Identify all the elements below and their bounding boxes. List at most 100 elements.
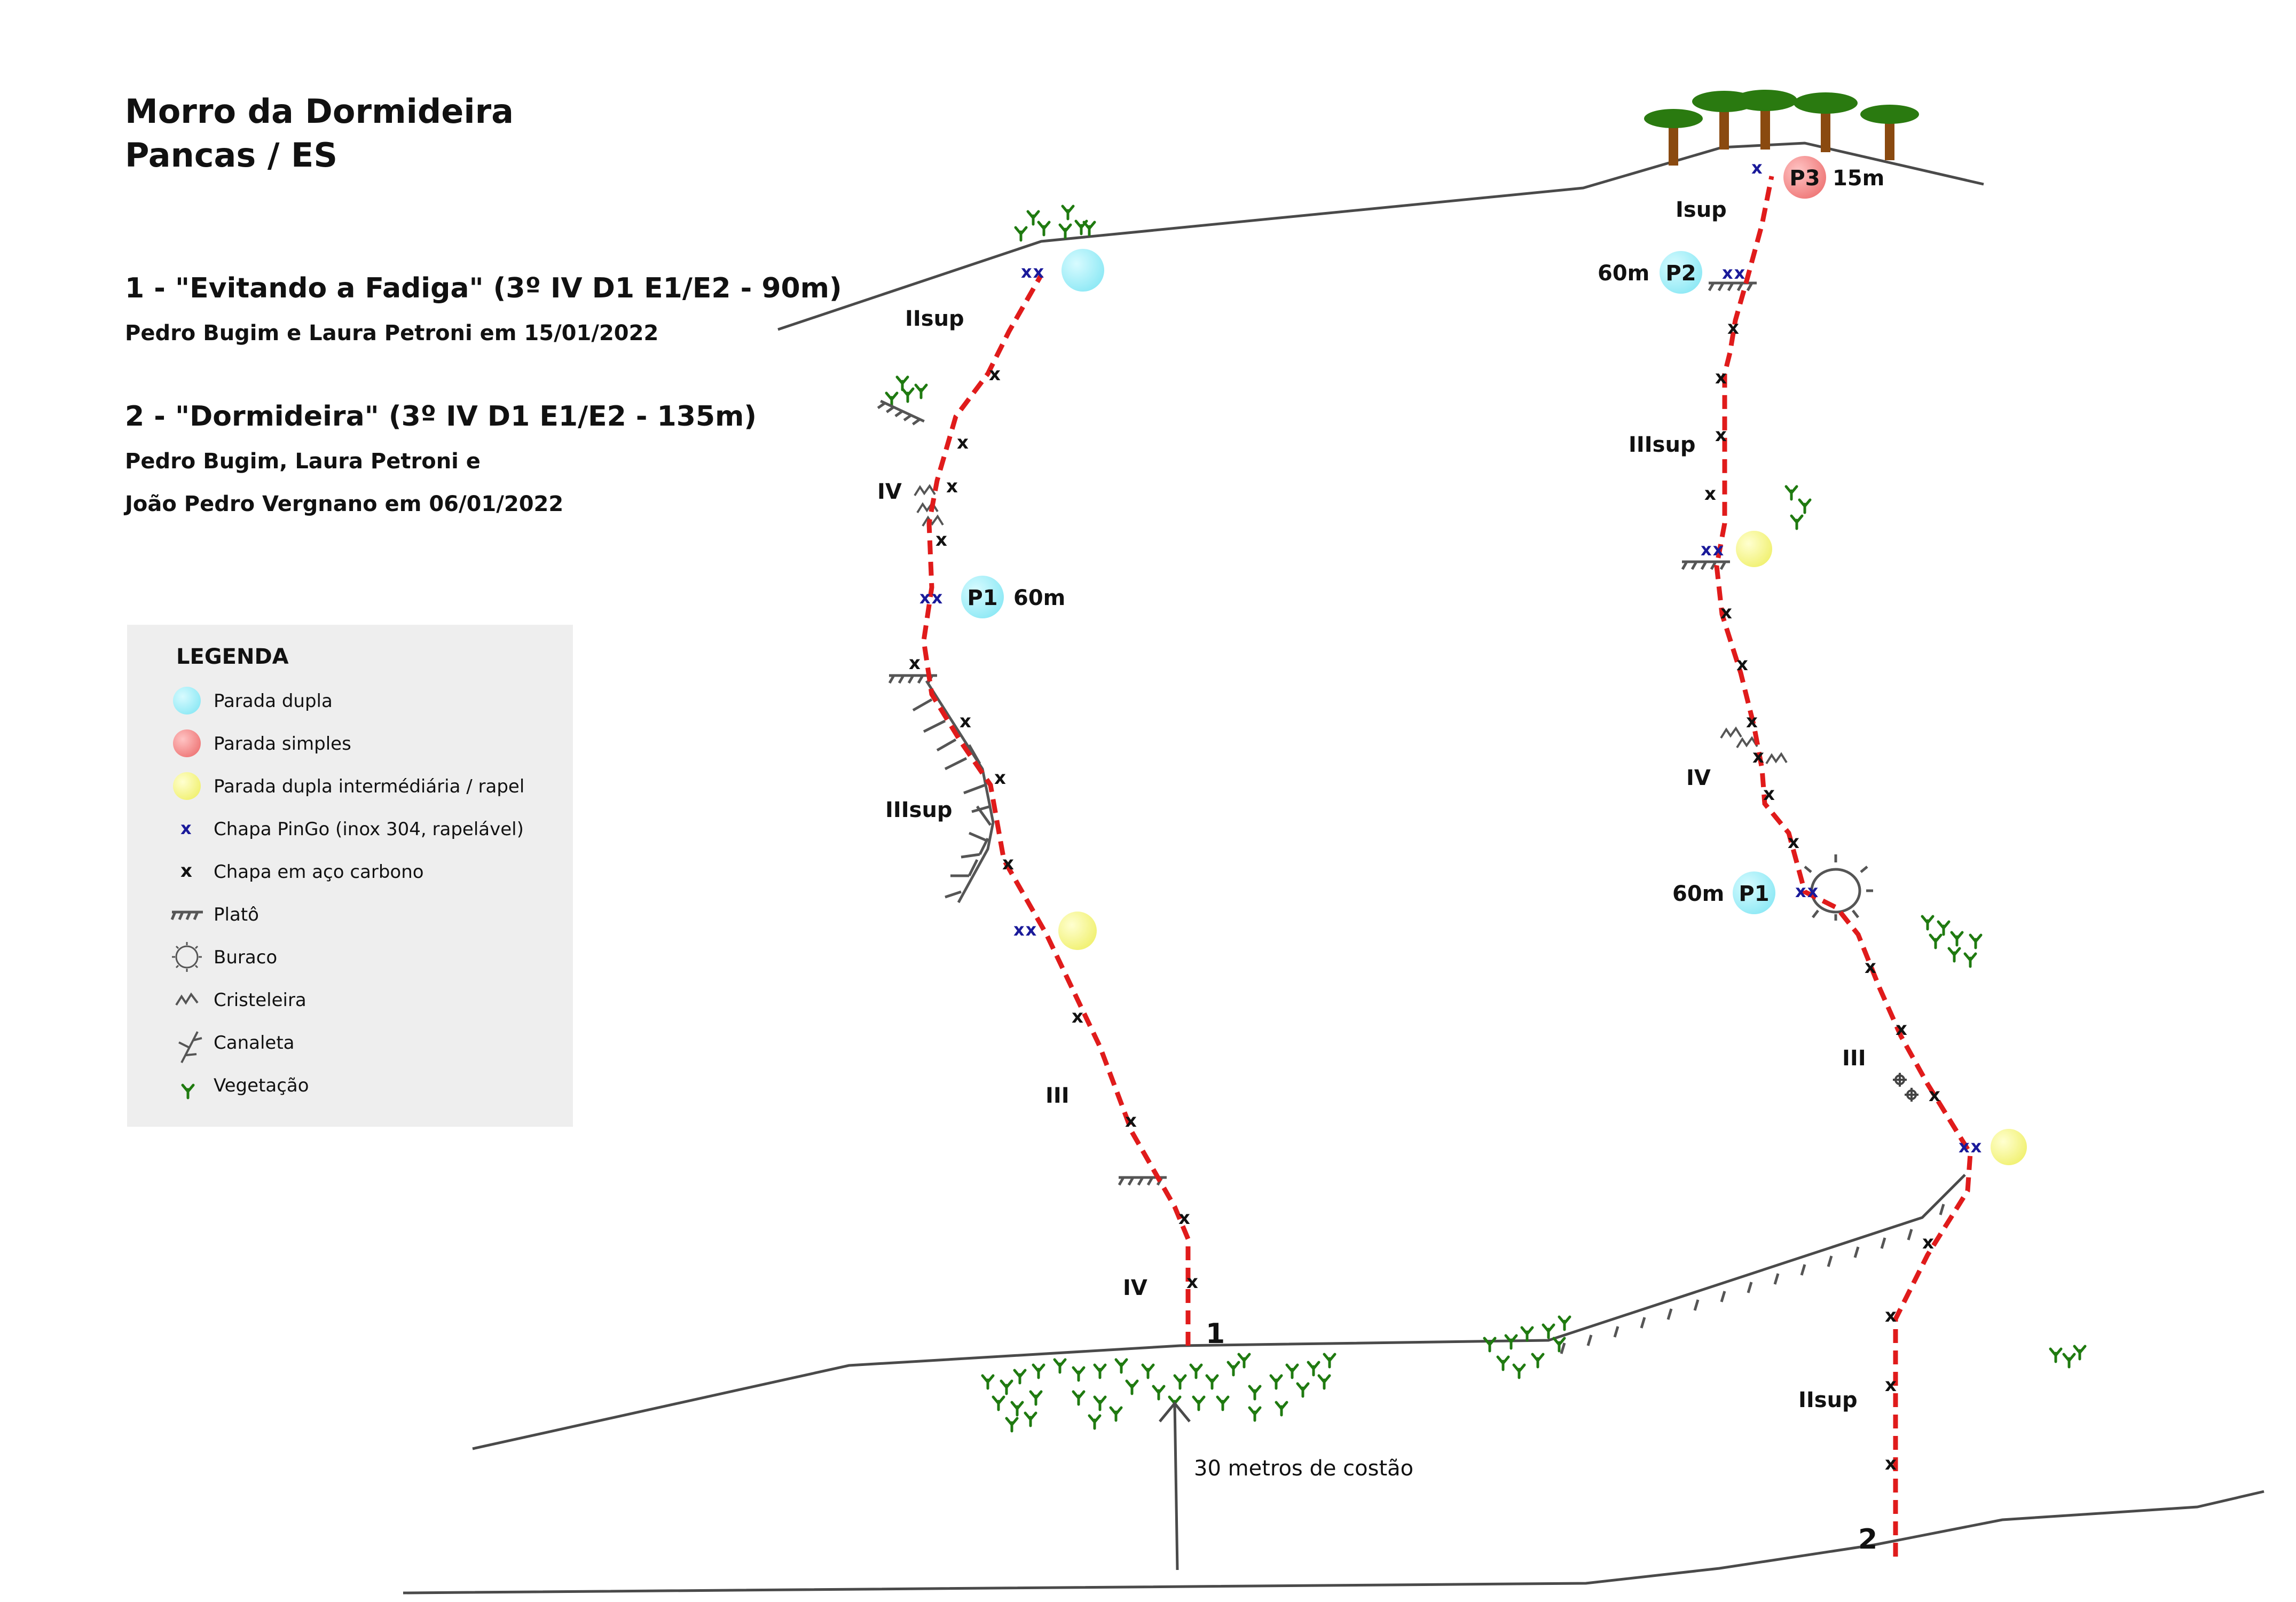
bolt-mark: x xyxy=(1885,1375,1897,1396)
pitch-length: 15m xyxy=(1833,166,1884,191)
bolt-mark: x xyxy=(946,476,958,497)
route-1-bolts: x x x x x x x x x x x x xx xx xx xyxy=(909,262,1198,1293)
stop-label: P1 xyxy=(967,586,997,610)
route-2-stop-p1: P1 60m xyxy=(1672,871,1775,914)
bolt-mark: x xyxy=(935,529,947,551)
pingo-mark: xx xyxy=(1013,920,1037,940)
legend-item-single-anchor: Parada simples xyxy=(173,729,351,757)
terrain xyxy=(403,142,2264,1595)
route-2-bolts: x xx xx xx xx x x x x x x x x x x x x x … xyxy=(1701,158,1983,1474)
approach-arrow xyxy=(1159,1401,1191,1570)
pingo-mark: xx xyxy=(1959,1136,1983,1157)
pingo-mark: xx xyxy=(1722,263,1746,283)
bolt-mark: x xyxy=(994,767,1006,789)
single-anchor-icon xyxy=(173,729,201,757)
route-2-grade-1: Isup xyxy=(1676,198,1727,222)
route-2-authors-line2: João Pedro Vergnano em 06/01/2022 xyxy=(123,492,563,516)
route-1-canaleta xyxy=(912,680,995,904)
route-2-authors-line1: Pedro Bugim, Laura Petroni e xyxy=(125,449,481,474)
bolt-mark: x xyxy=(960,711,971,732)
canaleta-icon xyxy=(178,1031,202,1063)
route-2-rappel-anchor-lower xyxy=(1991,1129,2027,1165)
double-anchor xyxy=(961,576,1004,618)
route-1-title: 1 - "Evitando a Fadiga" (3º IV D1 E1/E2 … xyxy=(125,272,842,304)
upper-ledge-line xyxy=(472,1174,1966,1450)
legend-panel xyxy=(127,625,573,1127)
route-2-grade-5: IIsup xyxy=(1798,1388,1858,1412)
legend-label: Parada simples xyxy=(214,733,351,755)
bolt-mark: x xyxy=(957,432,969,453)
pingo-mark: x xyxy=(1751,158,1764,178)
legend-label: Vegetação xyxy=(214,1075,309,1096)
route-2-grade-4: III xyxy=(1842,1046,1866,1071)
rappel-anchor-icon xyxy=(173,772,201,800)
bolt-mark: x xyxy=(1885,1305,1897,1326)
legend-label: Chapa PinGo (inox 304, rapelável) xyxy=(214,819,524,840)
route-1-grade-3: IIIsup xyxy=(885,798,953,822)
route-1-rappel-anchor xyxy=(1058,912,1097,950)
legend-label: Platô xyxy=(214,904,259,925)
base-line xyxy=(403,1490,2264,1595)
tree xyxy=(1794,92,1858,152)
vegetation xyxy=(886,206,2085,1431)
tree xyxy=(1860,105,1919,160)
stop-label: P2 xyxy=(1665,261,1696,286)
summit-ridge-left xyxy=(777,142,1984,331)
tree xyxy=(1644,109,1703,166)
route-1-grade-5: IV xyxy=(1123,1276,1147,1300)
bolt-mark: x xyxy=(1763,783,1775,805)
pingo-bolt-icon: x xyxy=(180,818,193,838)
legend-item-carbon-bolt: x Chapa em aço carbono xyxy=(180,860,424,883)
tree xyxy=(1733,90,1797,150)
plato-icon xyxy=(170,910,203,920)
route-1-grade-2: IV xyxy=(877,480,902,504)
route-1-grade-1: IIsup xyxy=(905,307,964,331)
route-2-marks xyxy=(1893,1073,1918,1102)
bolt-mark: x xyxy=(1125,1110,1137,1132)
approach-note: 30 metros de costão xyxy=(1194,1456,1413,1481)
legend-item-vegetation: Vegetação xyxy=(181,1075,309,1100)
bolt-mark: x xyxy=(1885,1453,1897,1474)
route-1-features xyxy=(877,401,1167,1185)
route-1-grade-4: III xyxy=(1045,1083,1070,1108)
legend-item-pingo-bolt: x Chapa PinGo (inox 304, rapelável) xyxy=(180,818,524,840)
bolt-mark: x xyxy=(1002,853,1014,874)
page-title: Morro da Dormideira xyxy=(125,92,514,131)
route-2-grade-2: IIIsup xyxy=(1629,433,1696,457)
route-2-number: 2 xyxy=(1858,1524,1877,1556)
bolt-mark: x xyxy=(1727,317,1739,339)
pingo-mark: xx xyxy=(1021,262,1045,282)
bolt-mark: x xyxy=(989,364,1001,385)
cristeleira-icon xyxy=(175,992,199,1006)
legend-label: Parada dupla xyxy=(214,690,333,712)
bolt-mark: x xyxy=(1865,956,1876,978)
stop-label: P1 xyxy=(1739,882,1769,906)
legend: LEGENDA Parada dupla Parada simples Para… xyxy=(127,625,573,1127)
summit-trees xyxy=(1644,90,1919,166)
bolt-mark: x xyxy=(1720,602,1732,623)
legend-label: Buraco xyxy=(214,947,277,968)
legend-label: Chapa em aço carbono xyxy=(214,861,424,883)
single-anchor xyxy=(1783,156,1826,199)
route-2-features xyxy=(1682,283,1918,1102)
bolt-mark: x xyxy=(1178,1207,1190,1229)
legend-item-double-anchor: Parada dupla xyxy=(173,687,333,714)
bolt-mark: x xyxy=(1929,1085,1940,1106)
route-2-stop-p3: P3 15m xyxy=(1783,156,1884,199)
bolt-mark: x xyxy=(1736,654,1748,675)
bolt-mark: x xyxy=(909,653,921,674)
legend-item-plato: Platô xyxy=(170,904,259,925)
ledge-hatch xyxy=(1560,1204,1945,1354)
pitch-length: 60m xyxy=(1598,261,1649,286)
hole-icon xyxy=(172,942,202,972)
double-anchor xyxy=(1733,871,1775,914)
route-1-number: 1 xyxy=(1206,1318,1225,1350)
double-anchor-icon xyxy=(173,687,201,714)
route-1-authors: Pedro Bugim e Laura Petroni em 15/01/202… xyxy=(125,321,658,345)
route-1-top-anchor xyxy=(1061,249,1104,292)
vegetation-icon xyxy=(181,1083,195,1100)
stop-label: P3 xyxy=(1789,166,1820,191)
route-2-line xyxy=(1714,176,1973,1557)
legend-label: Parada dupla intermédiária / rapel xyxy=(214,776,524,797)
